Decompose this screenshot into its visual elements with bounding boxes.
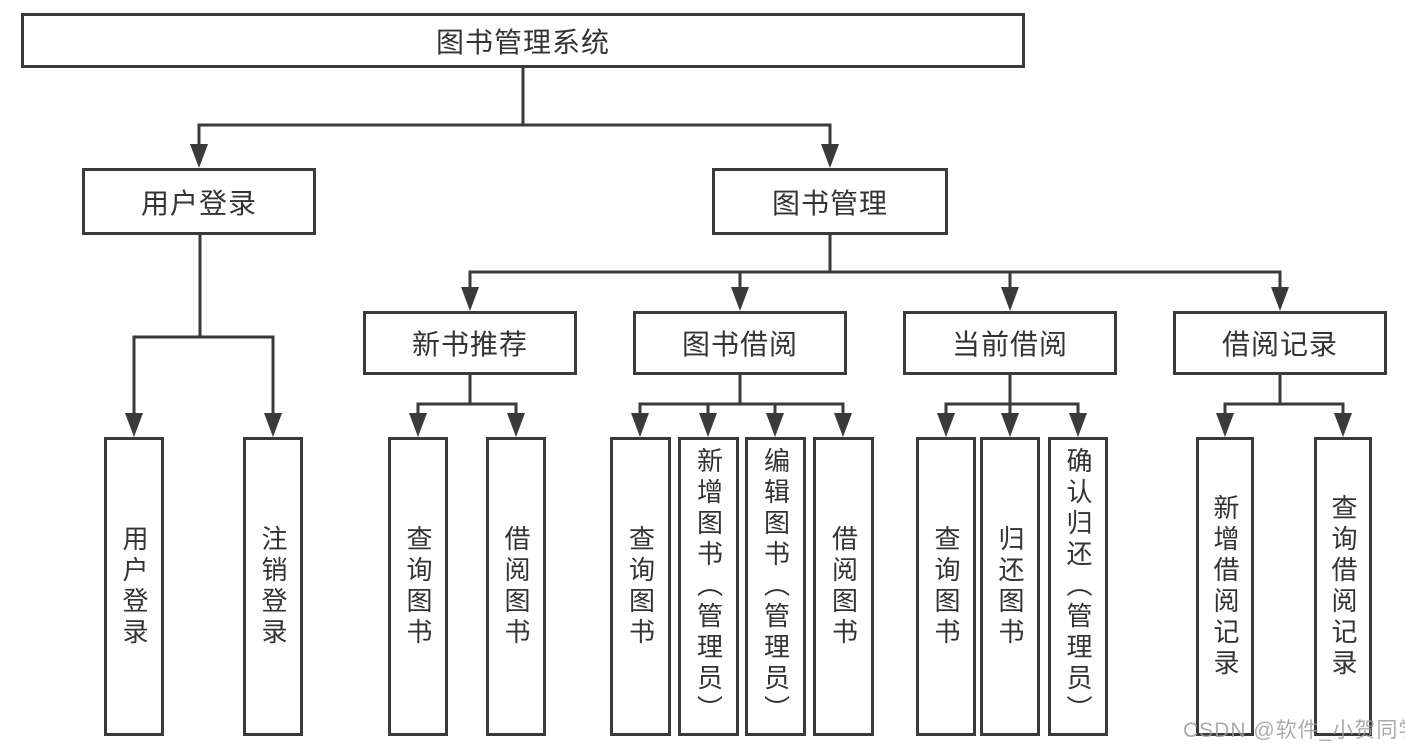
connector-user-login-to-leaves xyxy=(125,235,282,437)
leaf-query-books-borrow-label: 查询图书 xyxy=(625,524,656,649)
leaf-query-borrow-record: 查询借阅记录 xyxy=(1314,437,1372,736)
leaf-add-books-admin: 新增图书（管理员） xyxy=(678,437,739,736)
connector-book-borrow-to-leaves xyxy=(631,375,852,437)
leaf-confirm-return-admin: 确认归还（管理员） xyxy=(1048,437,1108,736)
connector-borrow-record-to-leaves xyxy=(1216,375,1352,437)
leaf-edit-books-admin: 编辑图书（管理员） xyxy=(745,437,806,736)
connector-current-borrow-to-leaves xyxy=(937,375,1087,437)
leaf-query-books-current: 查询图书 xyxy=(916,437,976,736)
node-current-borrow: 当前借阅 xyxy=(903,311,1117,375)
node-book-management-label: 图书管理 xyxy=(771,187,888,219)
leaf-query-books-current-label: 查询图书 xyxy=(931,524,961,649)
node-book-borrow-label: 图书借阅 xyxy=(681,329,798,360)
leaf-query-books-recommend-label: 查询图书 xyxy=(403,524,433,649)
leaf-query-borrow-record-label: 查询借阅记录 xyxy=(1328,493,1358,680)
node-root-system-label: 图书管理系统 xyxy=(435,26,610,58)
leaf-user-login: 用户登录 xyxy=(104,437,164,736)
leaf-query-books-borrow: 查询图书 xyxy=(610,437,671,736)
leaf-return-books-label: 归还图书 xyxy=(995,524,1025,649)
leaf-borrow-books-label: 借阅图书 xyxy=(828,524,859,649)
node-current-borrow-label: 当前借阅 xyxy=(951,329,1068,360)
leaf-user-login-label: 用户登录 xyxy=(119,524,149,649)
node-book-management: 图书管理 xyxy=(712,168,948,235)
leaf-edit-books-admin-label: 编辑图书（管理员） xyxy=(760,447,791,726)
leaf-confirm-return-admin-label: 确认归还（管理员） xyxy=(1063,447,1093,726)
connector-book-mgmt-to-level3 xyxy=(461,235,1289,311)
node-borrow-record-label: 借阅记录 xyxy=(1221,329,1338,360)
connector-root-to-level2 xyxy=(190,68,839,168)
leaf-borrow-books-recommend-label: 借阅图书 xyxy=(501,524,531,649)
leaf-borrow-books-recommend: 借阅图书 xyxy=(486,437,546,736)
leaf-add-books-admin-label: 新增图书（管理员） xyxy=(693,447,724,726)
leaf-borrow-books: 借阅图书 xyxy=(813,437,874,736)
connector-new-book-to-leaves xyxy=(409,375,525,437)
node-book-borrow: 图书借阅 xyxy=(633,311,847,375)
leaf-query-books-recommend: 查询图书 xyxy=(388,437,448,736)
node-user-login: 用户登录 xyxy=(82,168,316,235)
node-borrow-record: 借阅记录 xyxy=(1173,311,1387,375)
leaf-add-borrow-record: 新增借阅记录 xyxy=(1196,437,1254,736)
node-new-book-recommend: 新书推荐 xyxy=(363,311,577,375)
leaf-logout: 注销登录 xyxy=(243,437,303,736)
leaf-logout-label: 注销登录 xyxy=(258,524,288,649)
leaf-return-books: 归还图书 xyxy=(980,437,1040,736)
csdn-watermark: CSDN @软件_小贺同学 xyxy=(1183,719,1405,742)
node-user-login-label: 用户登录 xyxy=(140,187,257,219)
node-root-system: 图书管理系统 xyxy=(21,13,1025,68)
node-new-book-recommend-label: 新书推荐 xyxy=(411,329,528,360)
leaf-add-borrow-record-label: 新增借阅记录 xyxy=(1210,493,1240,680)
